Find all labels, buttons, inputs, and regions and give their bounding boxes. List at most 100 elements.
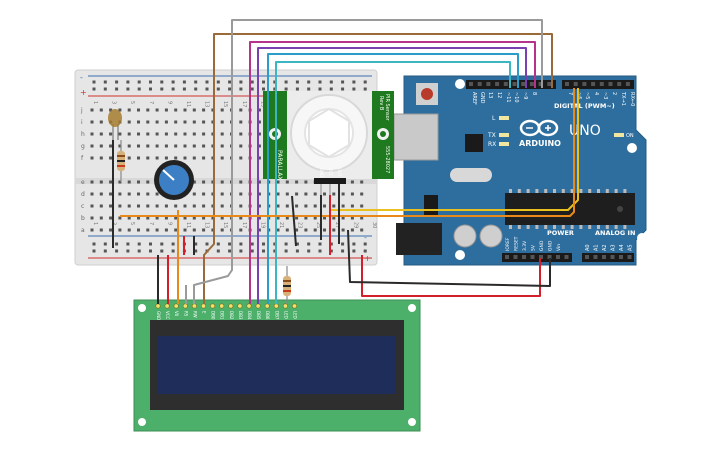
breadboard-hole[interactable]: [332, 204, 336, 208]
wire-blue-to-d12[interactable]: [267, 53, 519, 304]
rail-hole[interactable]: [92, 249, 96, 253]
rail-hole[interactable]: [171, 87, 175, 91]
header-pin[interactable]: [599, 82, 604, 86]
breadboard-hole[interactable]: [239, 120, 243, 124]
breadboard-hole[interactable]: [192, 108, 196, 112]
breadboard-hole[interactable]: [323, 192, 326, 196]
breadboard-hole[interactable]: [109, 180, 113, 184]
breadboard-hole[interactable]: [360, 192, 364, 196]
breadboard-hole[interactable]: [239, 132, 243, 136]
header-pin[interactable]: [582, 82, 587, 86]
breadboard-hole[interactable]: [257, 192, 261, 196]
lcd-pin[interactable]: [219, 303, 225, 309]
breadboard-hole[interactable]: [137, 120, 140, 124]
breadboard-hole[interactable]: [183, 132, 187, 136]
rail-hole[interactable]: [160, 87, 164, 91]
header-pin[interactable]: [564, 255, 569, 259]
header-pin[interactable]: [619, 255, 623, 259]
resistor-breadboard[interactable]: [117, 140, 125, 182]
breadboard-hole[interactable]: [109, 228, 113, 232]
breadboard-hole[interactable]: [257, 228, 261, 232]
breadboard-hole[interactable]: [164, 216, 168, 220]
header-pin[interactable]: [565, 82, 569, 86]
rail-hole[interactable]: [160, 249, 164, 253]
rail-hole[interactable]: [239, 242, 243, 246]
breadboard-hole[interactable]: [211, 192, 215, 196]
breadboard-hole[interactable]: [99, 228, 103, 232]
breadboard-hole[interactable]: [220, 120, 224, 124]
lcd-pin[interactable]: [210, 303, 216, 309]
breadboard-hole[interactable]: [276, 228, 280, 232]
breadboard-hole[interactable]: [257, 156, 261, 160]
breadboard-hole[interactable]: [90, 120, 94, 124]
rail-hole[interactable]: [318, 242, 322, 246]
lcd-pin[interactable]: [264, 303, 270, 309]
rail-hole[interactable]: [341, 249, 345, 253]
breadboard-hole[interactable]: [341, 192, 345, 196]
breadboard-hole[interactable]: [257, 204, 261, 208]
breadboard-hole[interactable]: [183, 204, 187, 208]
breadboard-hole[interactable]: [350, 192, 354, 196]
breadboard-hole[interactable]: [137, 204, 140, 208]
rail-hole[interactable]: [115, 87, 119, 91]
lcd-pin[interactable]: [255, 303, 261, 309]
breadboard-hole[interactable]: [323, 204, 326, 208]
breadboard-hole[interactable]: [360, 204, 364, 208]
breadboard-hole[interactable]: [174, 132, 178, 136]
rail-hole[interactable]: [295, 87, 299, 91]
header-pin[interactable]: [522, 255, 526, 259]
breadboard-hole[interactable]: [341, 216, 345, 220]
breadboard-hole[interactable]: [155, 216, 159, 220]
breadboard-hole[interactable]: [99, 180, 103, 184]
breadboard-hole[interactable]: [155, 144, 159, 148]
breadboard-hole[interactable]: [211, 204, 215, 208]
rail-hole[interactable]: [250, 80, 254, 84]
breadboard-hole[interactable]: [220, 180, 224, 184]
breadboard-hole[interactable]: [146, 120, 150, 124]
rail-hole[interactable]: [239, 87, 243, 91]
rail-hole[interactable]: [137, 242, 141, 246]
breadboard-hole[interactable]: [164, 120, 168, 124]
rail-hole[interactable]: [273, 249, 277, 253]
breadboard-hole[interactable]: [313, 228, 317, 232]
rail-hole[interactable]: [352, 80, 356, 84]
rail-hole[interactable]: [329, 249, 333, 253]
breadboard-hole[interactable]: [127, 216, 131, 220]
rail-hole[interactable]: [149, 80, 152, 84]
breadboard-hole[interactable]: [183, 108, 187, 112]
breadboard-hole[interactable]: [183, 228, 187, 232]
breadboard-hole[interactable]: [360, 228, 364, 232]
rail-hole[interactable]: [250, 242, 254, 246]
rail-hole[interactable]: [216, 249, 220, 253]
header-pin[interactable]: [610, 255, 615, 259]
rail-hole[interactable]: [126, 80, 130, 84]
breadboard-hole[interactable]: [220, 144, 224, 148]
rail-hole[interactable]: [228, 80, 232, 84]
wire-orange-to-digital[interactable]: [120, 88, 575, 217]
breadboard-hole[interactable]: [164, 144, 168, 148]
breadboard-hole[interactable]: [174, 204, 178, 208]
breadboard-hole[interactable]: [155, 120, 159, 124]
rail-hole[interactable]: [273, 80, 277, 84]
reset-button[interactable]: [421, 88, 433, 100]
lcd-pin[interactable]: [155, 303, 161, 309]
breadboard-hole[interactable]: [174, 108, 178, 112]
rail-hole[interactable]: [216, 80, 220, 84]
breadboard-hole[interactable]: [192, 156, 196, 160]
rail-hole[interactable]: [341, 87, 345, 91]
rail-hole[interactable]: [341, 80, 345, 84]
breadboard-hole[interactable]: [211, 132, 215, 136]
rail-hole[interactable]: [262, 249, 265, 253]
rail-hole[interactable]: [352, 87, 356, 91]
header-pin[interactable]: [505, 255, 509, 259]
breadboard-hole[interactable]: [313, 192, 317, 196]
rail-hole[interactable]: [115, 249, 119, 253]
lcd-pin[interactable]: [191, 303, 197, 309]
breadboard-hole[interactable]: [239, 156, 243, 160]
breadboard-hole[interactable]: [192, 204, 196, 208]
breadboard-hole[interactable]: [127, 108, 131, 112]
header-pin[interactable]: [585, 255, 589, 259]
breadboard-hole[interactable]: [285, 216, 289, 220]
